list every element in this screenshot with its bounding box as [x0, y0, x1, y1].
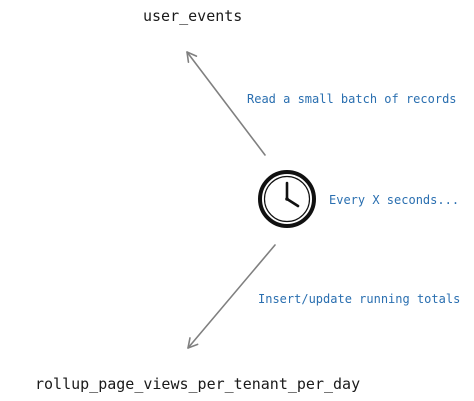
write-edge-label: Insert/update running totals	[258, 292, 461, 306]
write-arrow	[187, 244, 276, 349]
source-table-label: user_events	[143, 7, 243, 25]
clock-icon	[258, 170, 316, 228]
schedule-edge-label: Every X seconds...	[329, 193, 460, 207]
read-edge-label: Read a small batch of records	[247, 92, 457, 106]
read-arrow	[186, 51, 266, 156]
target-table-label: rollup_page_views_per_tenant_per_day	[35, 375, 361, 393]
